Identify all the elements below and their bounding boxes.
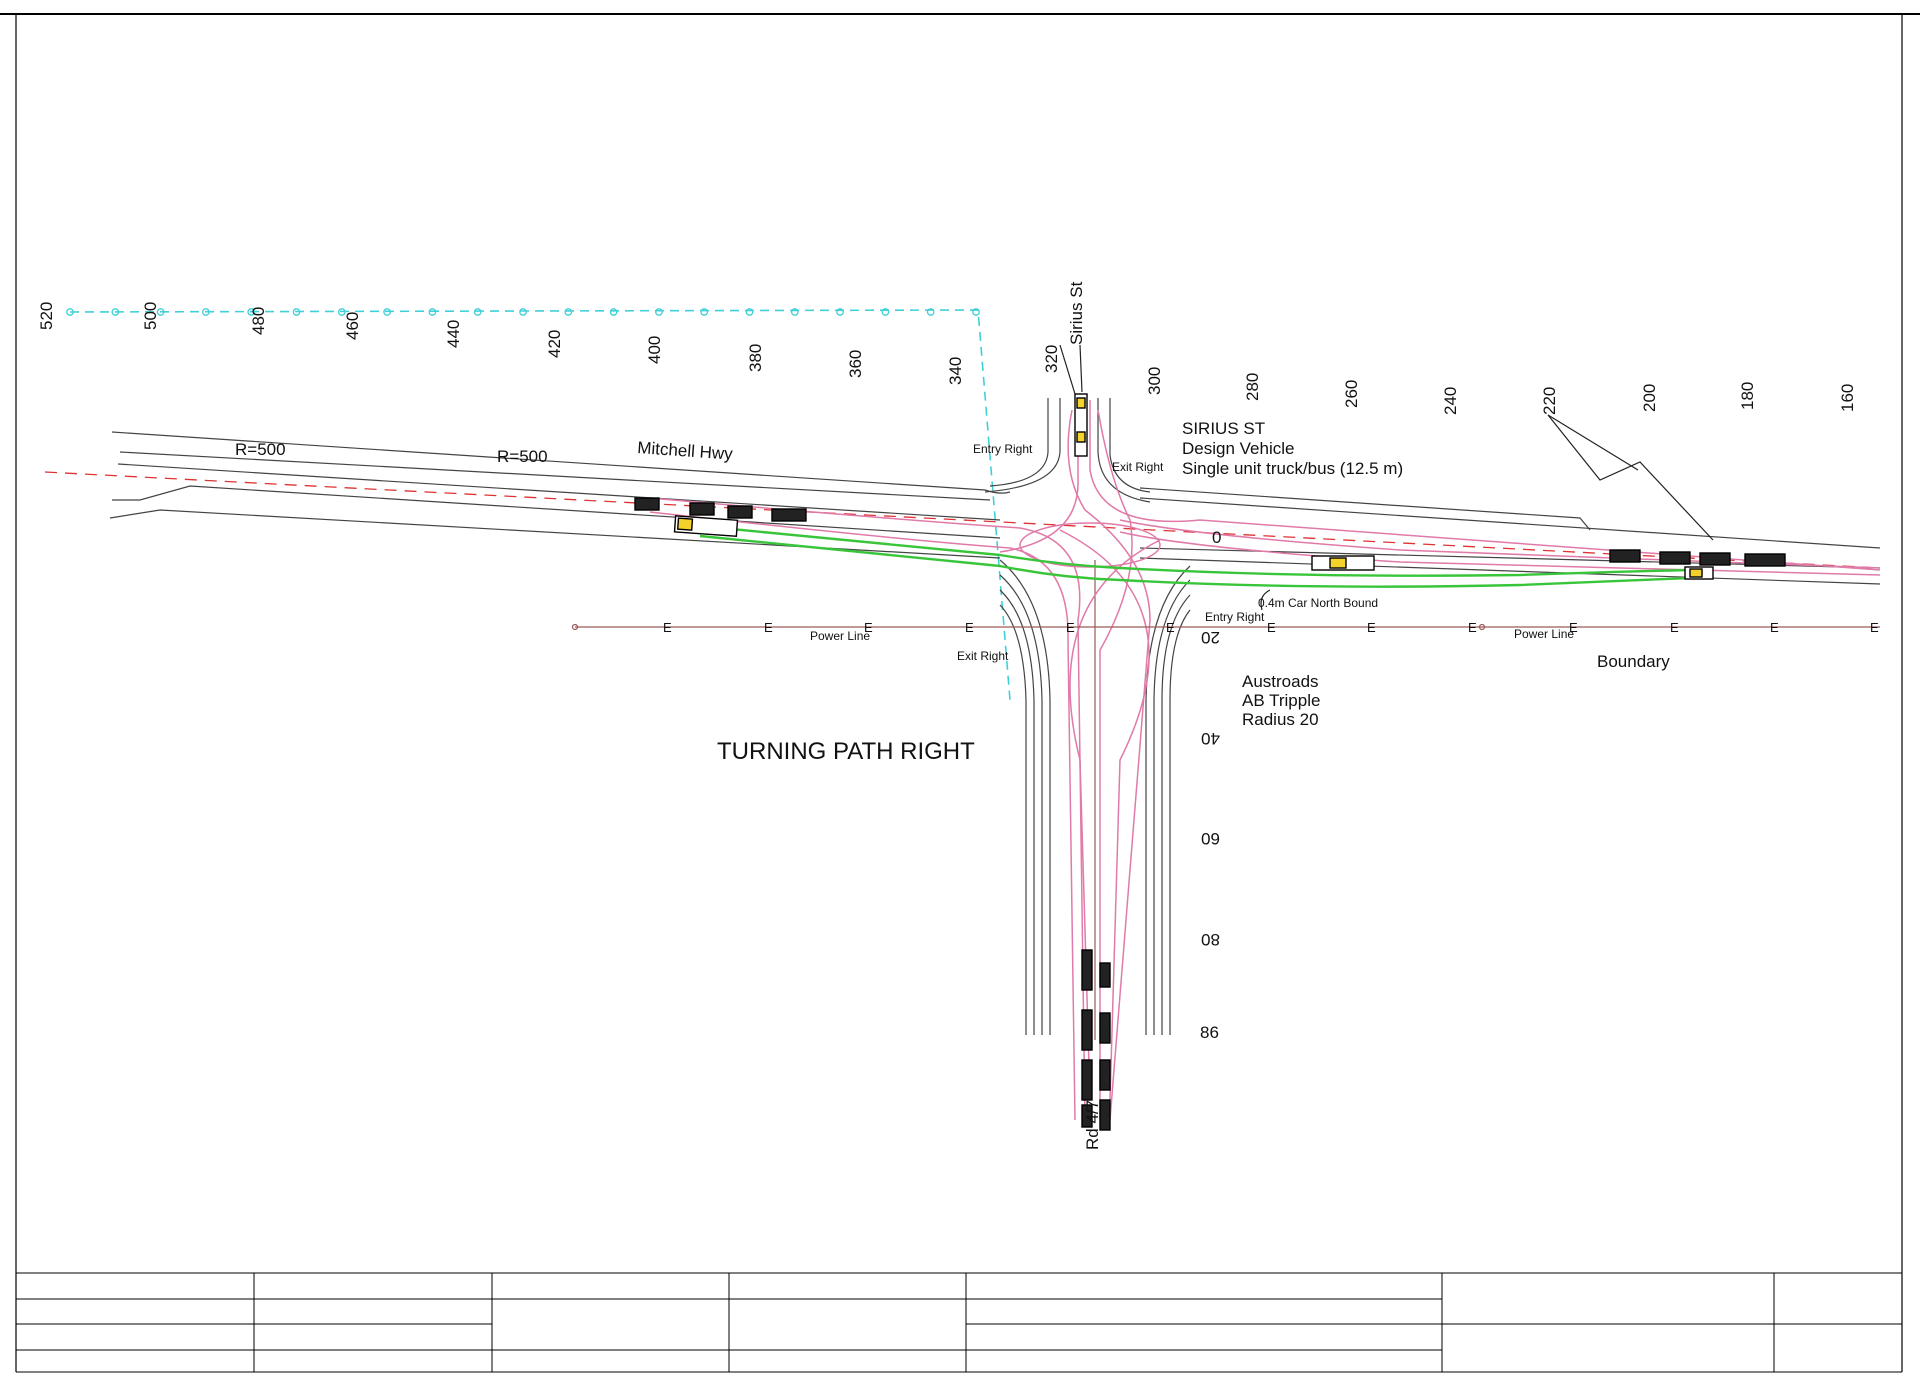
boundary-node [836, 308, 844, 316]
chainage-top-label: 520 [37, 302, 56, 330]
power-line-marker: E [764, 620, 773, 635]
boundary-node [564, 308, 573, 316]
vehicles [634, 393, 1786, 1131]
sirius-note-line2: Single unit truck/bus (12.5 m) [1182, 459, 1403, 478]
exit-right-label-north: Exit Right [1112, 460, 1164, 474]
sirius-note-line1: Design Vehicle [1182, 439, 1294, 458]
chainage-side-label: 86 [1200, 1023, 1219, 1042]
chainage-side-label: 40 [1201, 729, 1220, 748]
leader-lines [1059, 344, 1714, 611]
chainage-side-labels: 0 20 40 60 80 86 [1200, 528, 1221, 1042]
chainage-top-label: 420 [545, 330, 564, 358]
chainage-top-labels: 520 500 480 460 440 420 400 380 360 340 320 300 280 2… [37, 302, 1857, 415]
turning-path-envelope [649, 400, 1881, 1121]
boundary-node [700, 308, 709, 316]
power-line-marker: E [1770, 620, 1779, 635]
power-line-marker: E [1569, 620, 1578, 635]
title-block [16, 1272, 1902, 1373]
boundary-label: Boundary [1597, 652, 1670, 671]
boundary-node [473, 308, 482, 316]
power-line-marker: E [1670, 620, 1679, 635]
boundary-node [337, 308, 346, 316]
chainage-top-label: 380 [746, 344, 765, 372]
car-turning-path [699, 524, 1691, 588]
boundary-node [292, 308, 301, 316]
highway-name-label: Mitchell Hwy [637, 438, 734, 464]
boundary-node [111, 308, 120, 316]
vehicle-note-line2: AB Tripple [1242, 691, 1320, 710]
boundary-node [202, 308, 210, 316]
side-street-name-label: Sirius St [1067, 281, 1086, 345]
power-line-label-east: Power Line [1514, 627, 1574, 641]
boundary-node [609, 308, 618, 316]
chainage-side-label: 60 [1201, 829, 1220, 848]
boundary-node [926, 308, 935, 316]
chainage-top-label: 300 [1145, 367, 1164, 395]
power-line-marker: E [1468, 620, 1477, 635]
chainage-side-label: 20 [1201, 628, 1220, 647]
power-line-marker: E [1267, 620, 1276, 635]
entry-right-label-north: Entry Right [973, 442, 1033, 456]
boundary-node [156, 308, 165, 316]
boundary-node [383, 308, 391, 316]
chainage-top-label: 460 [343, 312, 362, 340]
sirius-st-north-edges [984, 398, 1151, 503]
chainage-top-label: 440 [444, 320, 463, 348]
boundary-node [428, 308, 437, 316]
chainage-top-label: 160 [1838, 384, 1857, 412]
boundary-node [66, 308, 74, 316]
curve-label-1: R=500 [235, 440, 286, 459]
power-line-marker: E [1870, 620, 1879, 635]
chainage-top-label: 220 [1540, 387, 1559, 415]
chainage-top-label: 340 [946, 357, 965, 385]
vehicle-note-line1: Austroads [1242, 672, 1319, 691]
chainage-top-label: 320 [1042, 345, 1061, 373]
chainage-top-label: 180 [1738, 382, 1757, 410]
power-line-marker: E [864, 620, 873, 635]
power-line-marker: E [1166, 620, 1175, 635]
power-line-marker: E [965, 620, 974, 635]
chainage-side-label: 0 [1212, 528, 1221, 547]
chainage-top-label: 480 [249, 307, 268, 335]
boundary-node [655, 308, 663, 316]
boundary-node [790, 308, 799, 316]
cadastral-boundary-nodes [66, 308, 980, 316]
boundary-node [972, 308, 980, 316]
power-line [571, 623, 1880, 631]
south-arm-edges [999, 559, 1191, 1040]
curve-label-2: R=500 [497, 447, 548, 466]
chainage-top-label: 360 [846, 350, 865, 378]
power-line-label-west: Power Line [810, 629, 870, 643]
chainage-top-label: 280 [1243, 373, 1262, 401]
entry-right-label-south: Entry Right [1205, 610, 1265, 624]
chainage-top-label: 400 [645, 336, 664, 364]
chainage-top-label: 240 [1441, 387, 1460, 415]
boundary-node [519, 308, 527, 316]
vehicle-note-line3: Radius 20 [1242, 710, 1319, 729]
boundary-node [745, 308, 754, 316]
boundary-node [881, 308, 890, 316]
drawing-title: TURNING PATH RIGHT [717, 738, 975, 765]
car-note-label: 0.4m Car North Bound [1258, 596, 1378, 610]
exit-right-label-south: Exit Right [957, 649, 1009, 663]
boundary-node [247, 308, 256, 316]
power-line-marker: E [663, 620, 672, 635]
chainage-side-label: 80 [1201, 930, 1220, 949]
chainage-top-label: 260 [1342, 380, 1361, 408]
highway-centreline [44, 471, 1881, 569]
chainage-top-label: 500 [141, 302, 160, 330]
chainage-top-label: 200 [1640, 384, 1659, 412]
sirius-note-title: SIRIUS ST [1182, 419, 1265, 438]
power-line-marker: E [1066, 620, 1075, 635]
mitchell-hwy-edges [109, 431, 1881, 585]
power-line-marker: E [1367, 620, 1376, 635]
south-arm-name-label: Rd 4/7 [1083, 1100, 1102, 1150]
